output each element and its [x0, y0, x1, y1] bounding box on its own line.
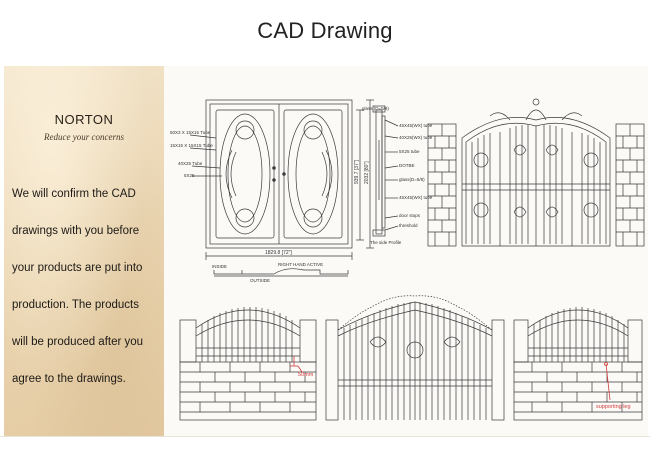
door-elevation-drawing [189, 99, 374, 277]
paragraph-line: We will confirm the CAD [12, 188, 136, 200]
profile-label: The side Profile [370, 240, 402, 245]
plan-label: OUTSIDE [250, 278, 270, 283]
red-dimension-markers [290, 356, 611, 401]
left-fence-drawing [179, 307, 317, 421]
width-dimension: 1829.8 [72"] [265, 250, 292, 256]
ornate-gate-drawing [427, 98, 645, 247]
paragraph-line: production. The products [12, 299, 140, 311]
gate-annotation-labels: 50mm supporting leg [298, 372, 631, 410]
profile-label: 5X25 tube [399, 149, 420, 154]
paragraph-line: your products are put into [12, 262, 143, 274]
bottom-divider [0, 436, 650, 437]
info-sidebar: NORTON Reduce your concerns We will conf… [4, 66, 164, 436]
plan-label: RIGHT HAND ACTIVE [278, 262, 323, 267]
side-profile-labels: glass (D=5/8) 45X45(WX) tube 40X25(WX) t… [362, 106, 433, 245]
center-double-gate-drawing [325, 295, 505, 421]
paragraph-line: agree to the drawings. [12, 373, 126, 385]
page-title: CAD Drawing [257, 18, 393, 43]
height-dimension: 939.7 [37"] [354, 159, 360, 184]
paragraph-line: will be produced after you [12, 336, 144, 348]
supporting-leg-label: supporting leg [596, 404, 631, 410]
cad-drawings-panel: 1829.8 [72"] 939.7 [37"] 2032 [80"] 50X3… [170, 98, 645, 421]
brand-tagline: Reduce your concerns [44, 132, 124, 142]
door-label: 50X3 X 15X15 Tube [170, 130, 211, 135]
door-dimension-labels: 1829.8 [72"] 939.7 [37"] 2032 [80"] 50X3… [170, 130, 370, 283]
door-label: 5X25 [184, 173, 195, 178]
profile-label: 45X45(WX) tube [399, 195, 433, 200]
profile-label: DOTBE [399, 163, 415, 168]
profile-label: door stops [399, 213, 421, 218]
side-profile-drawing [372, 105, 399, 237]
overall-height-dimension: 2032 [80"] [364, 161, 370, 184]
door-label: 40X25 Tube [178, 161, 203, 166]
profile-label: 40X25(WX) tube [399, 135, 433, 140]
plan-label: INSIDE [212, 264, 227, 269]
profile-label: 45X45(WX) tube [399, 123, 433, 128]
profile-label: glass(D=5/8) [399, 177, 425, 182]
gap-dimension-label: 50mm [298, 372, 314, 378]
brand-name: NORTON [54, 112, 114, 127]
door-label: 15X15 X 15X15 Tube [170, 143, 213, 148]
paragraph-line: drawings with you before [12, 225, 140, 237]
right-fence-drawing [513, 307, 643, 421]
profile-label: glass (D=5/8) [362, 106, 389, 111]
description-paragraph: We will confirm the CAD drawings with yo… [12, 176, 168, 398]
profile-label: threshold [399, 223, 418, 228]
